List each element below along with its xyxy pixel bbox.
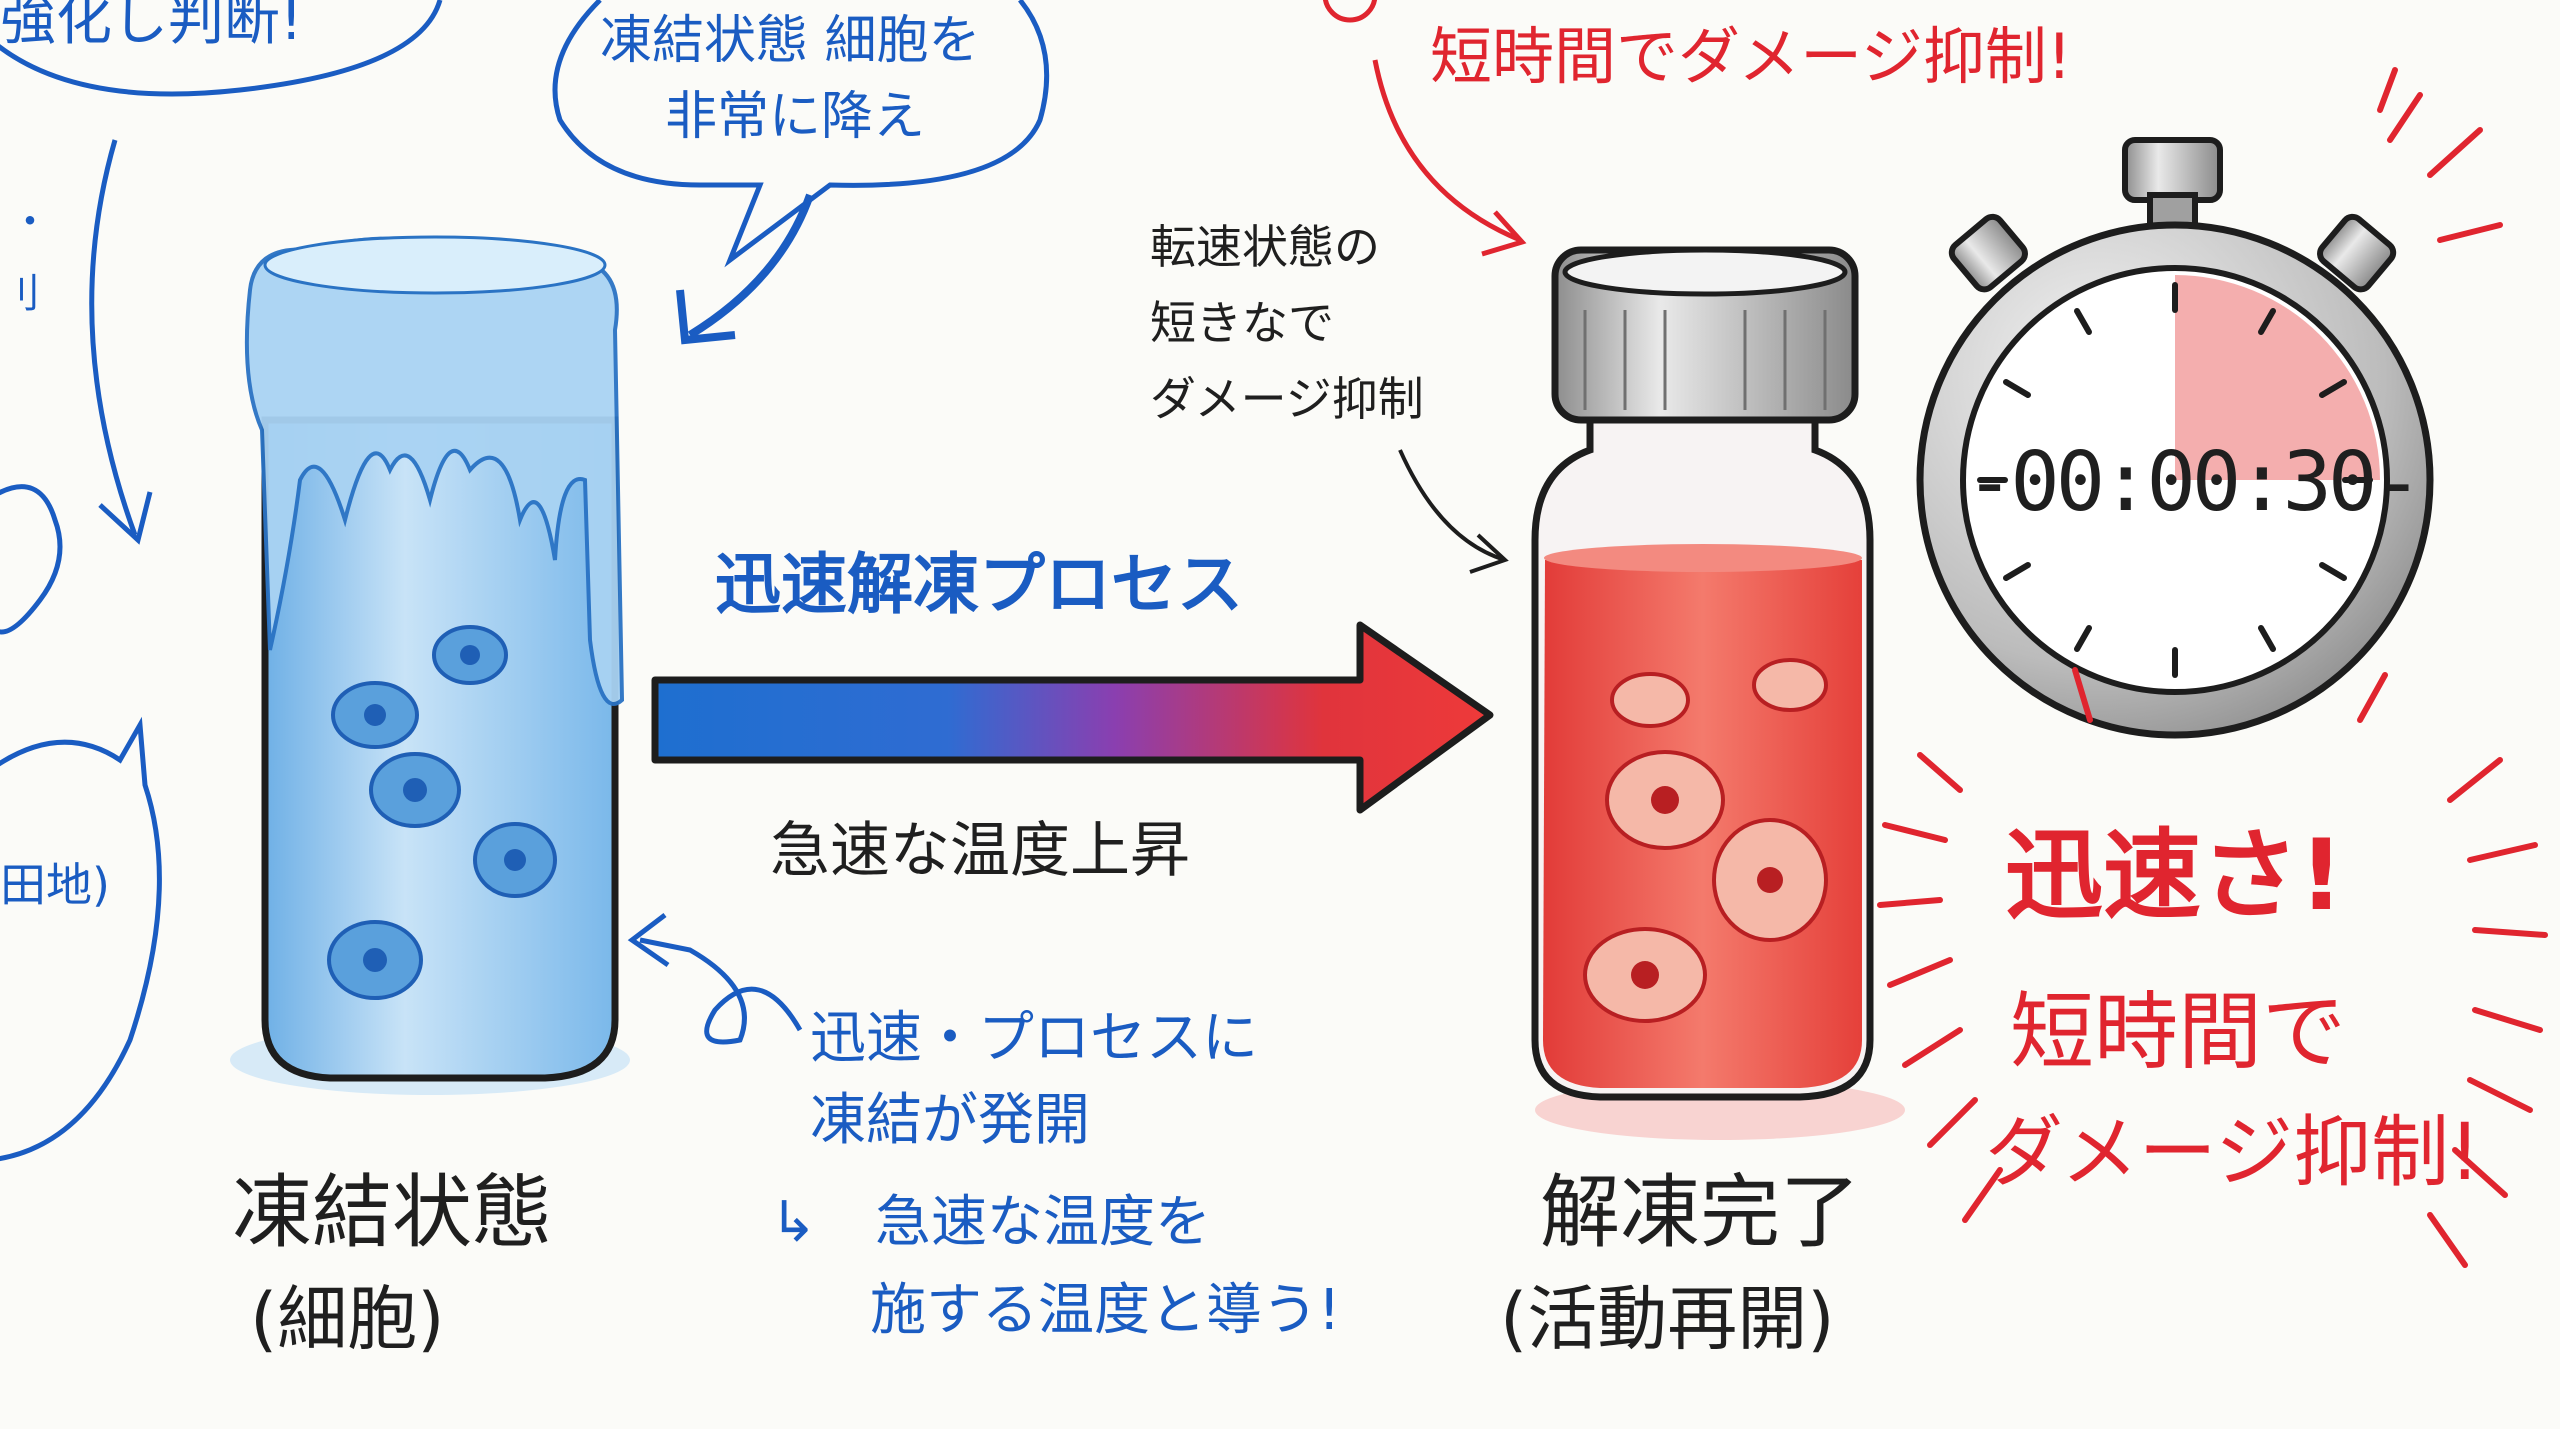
speed-burst-lines [1877, 67, 2548, 1268]
thawed-sublabel: (活動再開) [1500, 1278, 1835, 1360]
bubble-arrow-head [676, 289, 736, 345]
blue-note-line3: 急速な温度を [875, 1190, 1211, 1255]
thawed-label: 解凍完了 [1540, 1166, 1860, 1259]
thawed-vial [1531, 246, 1905, 1140]
left-fragment-char: 刂 [0, 271, 40, 317]
vial-note-arrow [1398, 449, 1506, 562]
stopwatch [1916, 137, 2434, 739]
blue-note-line2: 凍結が発開 [810, 1088, 1090, 1153]
speed-callout-line1: 迅速さ! [2005, 819, 2344, 933]
vial-note-arrow-head [1469, 533, 1509, 574]
top-left-bubble-text: 強化し判断! [0, 0, 303, 53]
vial-note-line1: 転速状態の [1150, 220, 1380, 274]
top-center-speech-bubble [552, 0, 1050, 268]
note-swirl-arrow [639, 937, 803, 1045]
stopwatch-elapsed-wedge [2175, 275, 2380, 480]
frozen-label: 凍結状態 [232, 1166, 552, 1259]
note-swirl-arrow-head [627, 913, 670, 968]
speed-callout-line3: ダメージ抑制! [1985, 1108, 2481, 1198]
red-note-arrow [1372, 59, 1521, 243]
left-edge-bubble [0, 716, 162, 1162]
blue-note-line4: 施する温度と導う! [870, 1278, 1341, 1343]
blue-note-arrow: ↳ [770, 1190, 817, 1255]
frozen-vial [230, 235, 630, 1095]
red-note-arrow-head [1481, 210, 1527, 257]
top-left-speech-bubble [0, 0, 443, 97]
left-edge-doodle [0, 484, 63, 635]
left-fragment-dot: ・ [10, 199, 50, 245]
vial-note-line3: ダメージ抑制 [1150, 372, 1424, 426]
curved-arrow-left [89, 139, 138, 536]
top-bubble-line1: 凍結状態 細胞を [600, 11, 981, 71]
curved-arrow-left-head [98, 491, 153, 545]
process-title: 迅速解凍プロセス [715, 546, 1243, 623]
speed-callout-line2: 短時間で [2010, 983, 2347, 1081]
bubble-arrow [687, 193, 814, 339]
process-arrow [651, 621, 1494, 814]
stopwatch-time: -00:00:30- [1965, 435, 2423, 530]
blue-note-line1: 迅速・プロセスに [810, 1006, 1258, 1071]
vial-note-line2: 短きなで [1150, 296, 1334, 350]
left-fragment-paren: 田地) [0, 858, 110, 912]
top-bubble-line2: 非常に降え [665, 87, 926, 147]
red-note-bullet [1322, 0, 1378, 23]
frozen-sublabel: (細胞) [250, 1278, 445, 1360]
process-subtitle: 急速な温度上昇 [770, 816, 1190, 886]
top-right-note: 短時間でダメージ抑制! [1430, 20, 2072, 93]
